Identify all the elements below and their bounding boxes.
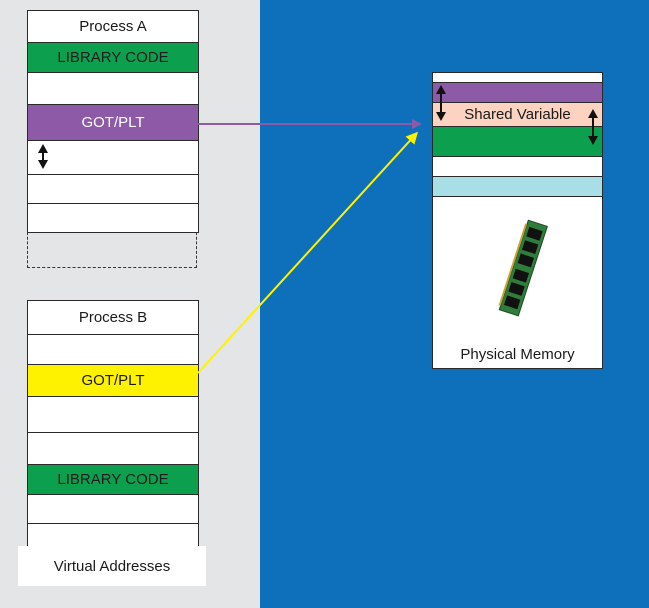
process-a-stack: Process A LIBRARY CODE GOT/PLT [27,10,199,233]
process-b-pointer-arrow [197,131,419,374]
physical-memory-caption: Physical Memory [460,345,575,363]
process-a-row-empty-2 [28,175,198,204]
shared-variable-label: Shared Variable [464,106,571,123]
process-a-dashed-extension [27,232,197,268]
process-a-row-empty-3 [28,204,198,233]
phys-offset-arrow-left [436,85,446,121]
process-a-library-code: LIBRARY CODE [28,43,198,73]
phys-offset-arrow-right [588,109,598,145]
phys-row-light-blue-band [433,177,602,197]
phys-row-top [433,73,602,83]
process-a-row-empty-1 [28,73,198,105]
phys-row-empty-1 [433,157,602,177]
ram-module-icon [498,219,548,317]
process-b-row-empty-2 [28,397,198,433]
phys-row-green [433,127,602,157]
process-b-got-plt: GOT/PLT [28,365,198,397]
phys-row-shared-variable: Shared Variable [433,103,602,127]
process-a-offset-arrow [38,144,48,169]
physical-memory-box: Shared Variable Physical Memory [432,72,603,369]
process-b-row-empty-3 [28,433,198,465]
process-b-stack: Process B GOT/PLT LIBRARY CODE [27,300,199,556]
process-b-row-empty-1 [28,335,198,365]
process-a-row-offset [28,141,198,175]
process-a-title: Process A [28,11,198,43]
process-b-title: Process B [28,301,198,335]
process-a-got-plt: GOT/PLT [28,105,198,141]
virtual-addresses-label: Virtual Addresses [18,546,206,586]
process-b-library-code: LIBRARY CODE [28,465,198,495]
process-b-row-empty-4 [28,495,198,524]
phys-row-purple [433,83,602,103]
